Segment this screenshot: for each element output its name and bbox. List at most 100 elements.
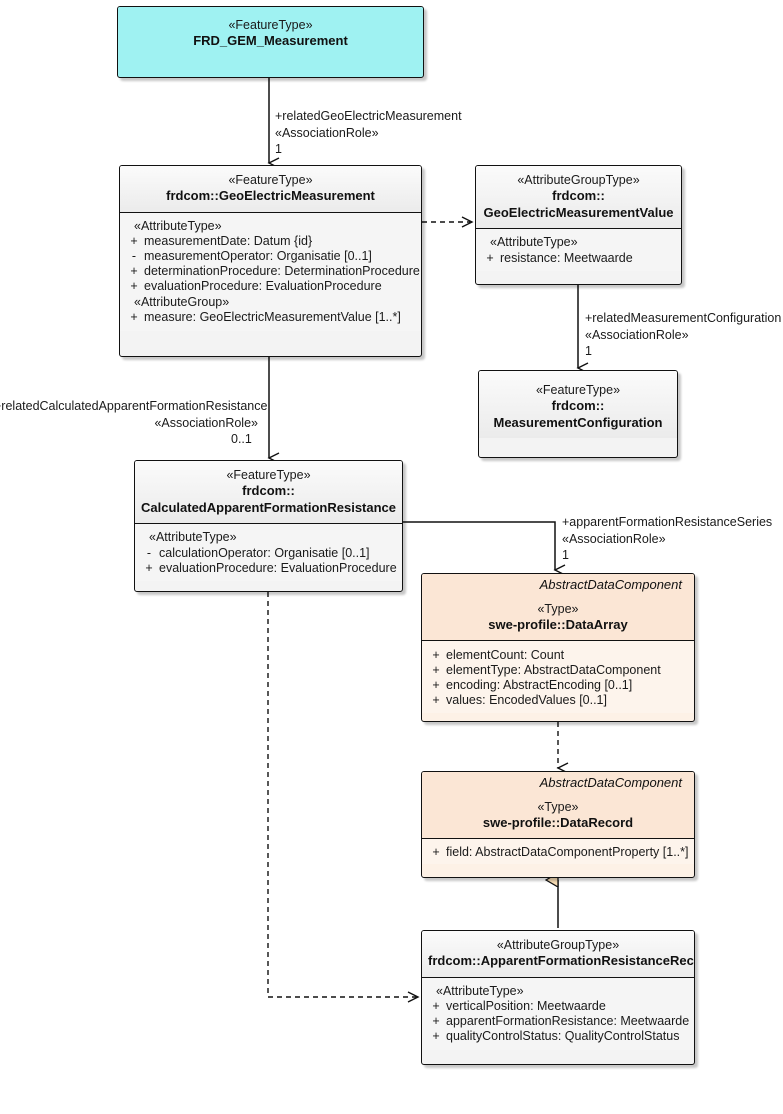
abstract-type-name: AbstractDataComponent: [539, 775, 682, 790]
attribute-row: + resistance: Meetwaarde: [480, 250, 677, 265]
class-name-line2: MeasurementConfiguration: [493, 414, 663, 430]
attribute-text: evaluationProcedure: EvaluationProcedure: [159, 560, 397, 575]
attribute-group-label: «AttributeType»: [436, 983, 524, 998]
abstract-type-name: AbstractDataComponent: [539, 577, 682, 592]
class-header: «FeatureType» frdcom:: MeasurementConfig…: [479, 371, 677, 439]
class-header: «FeatureType» frdcom::GeoElectricMeasure…: [120, 166, 421, 212]
connector-calculated-to-record: [267, 592, 420, 1003]
class-geo-electric-measurement[interactable]: «FeatureType» frdcom::GeoElectricMeasure…: [119, 165, 422, 357]
attribute-row: + elementCount: Count: [426, 647, 690, 662]
attribute-text: encoding: AbstractEncoding [0..1]: [446, 677, 633, 692]
attribute-text: measure: GeoElectricMeasurementValue [1.…: [144, 310, 401, 325]
assoc-multiplicity-related-geoelectric-measurement: 1: [275, 142, 282, 156]
class-name-line1: frdcom::: [242, 483, 295, 498]
visibility-marker: +: [432, 647, 440, 662]
assoc-multiplicity-related-calculated-apparent-formation-resistance: 0..1: [231, 432, 252, 446]
visibility-marker: +: [130, 279, 138, 294]
class-apparent-formation-resistance-record[interactable]: «AttributeGroupType» frdcom::ApparentFor…: [421, 930, 695, 1065]
visibility-marker: -: [131, 249, 137, 264]
class-header: «AttributeGroupType» frdcom:: GeoElectri…: [476, 166, 681, 229]
class-body: + field: AbstractDataComponentProperty […: [422, 838, 694, 865]
class-stereotype: «FeatureType»: [228, 18, 313, 32]
class-name: FRD_GEM_Measurement: [193, 33, 348, 48]
attribute-text: qualityControlStatus: QualityControlStat…: [446, 1029, 680, 1044]
visibility-marker: +: [145, 560, 153, 575]
class-stereotype: «Type»: [537, 601, 579, 616]
attribute-row: + elementType: AbstractDataComponent: [426, 662, 690, 677]
class-header: «FeatureType» FRD_GEM_Measurement: [118, 7, 423, 57]
attribute-text: values: EncodedValues [0..1]: [446, 692, 607, 707]
class-stereotype: «FeatureType»: [228, 173, 313, 187]
attribute-text: elementType: AbstractDataComponent: [446, 662, 661, 677]
class-body: «AttributeType» + verticalPosition: Meet…: [422, 976, 694, 1050]
assoc-role: +relatedMeasurementConfiguration: [585, 311, 782, 325]
visibility-marker: +: [432, 692, 440, 707]
visibility-marker: +: [432, 844, 440, 859]
attribute-row: + verticalPosition: Meetwaarde: [426, 999, 690, 1014]
class-name-line1: frdcom::: [551, 398, 605, 413]
attribute-group-label: «AttributeType»: [134, 218, 222, 233]
attribute-row: + values: EncodedValues [0..1]: [426, 692, 690, 707]
attribute-row: + measurementDate: Datum {id}: [124, 234, 417, 249]
attribute-row: + encoding: AbstractEncoding [0..1]: [426, 677, 690, 692]
class-body: «AttributeType» + resistance: Meetwaarde: [476, 228, 681, 272]
attribute-row: + field: AbstractDataComponentProperty […: [426, 844, 690, 859]
attribute-text: elementCount: Count: [446, 647, 565, 662]
attribute-text: verticalPosition: Meetwaarde: [446, 999, 606, 1014]
class-name-line2: CalculatedApparentFormationResistance: [141, 499, 397, 515]
class-geo-electric-measurement-value[interactable]: «AttributeGroupType» frdcom:: GeoElectri…: [475, 165, 682, 285]
visibility-marker: +: [486, 250, 494, 265]
visibility-marker: +: [432, 662, 440, 677]
class-name-line2: GeoElectricMeasurementValue: [483, 204, 674, 220]
attribute-text: apparentFormationResistance: Meetwaarde: [446, 1014, 690, 1029]
class-name: swe-profile::DataArray: [488, 616, 628, 632]
visibility-marker: +: [432, 677, 440, 692]
class-stereotype: «FeatureType»: [535, 383, 621, 397]
assoc-label-related-geoelectric-measurement: +relatedGeoElectricMeasurement «Associat…: [275, 108, 462, 141]
assoc-label-apparent-formation-resistance-series: +apparentFormationResistanceSeries «Asso…: [562, 514, 772, 547]
class-data-record[interactable]: AbstractDataComponent «Type» swe-profile…: [421, 771, 695, 878]
class-name: frdcom::GeoElectricMeasurement: [166, 188, 375, 203]
assoc-stereotype: «AssociationRole»: [275, 125, 379, 140]
visibility-marker: +: [130, 234, 138, 249]
visibility-marker: -: [146, 545, 152, 560]
class-name: swe-profile::DataRecord: [482, 814, 634, 830]
attribute-text: determinationProcedure: DeterminationPro…: [144, 264, 420, 279]
attribute-group-label: «AttributeType»: [490, 235, 578, 250]
class-calculated-apparent-formation-resistance[interactable]: «FeatureType» frdcom:: CalculatedApparen…: [134, 460, 403, 592]
visibility-marker: +: [130, 264, 138, 279]
visibility-marker: +: [432, 1014, 440, 1029]
attribute-text: calculationOperator: Organisatie [0..1]: [159, 545, 370, 560]
assoc-stereotype: «AssociationRole»: [154, 415, 258, 430]
attribute-text: measurementDate: Datum {id}: [144, 234, 313, 249]
attribute-text: field: AbstractDataComponentProperty [1.…: [446, 844, 689, 859]
class-measurement-configuration[interactable]: «FeatureType» frdcom:: MeasurementConfig…: [478, 370, 678, 458]
class-name-line1: frdcom::: [552, 188, 605, 203]
class-frd-gem-measurement[interactable]: «FeatureType» FRD_GEM_Measurement: [117, 6, 424, 78]
assoc-stereotype: «AssociationRole»: [562, 531, 666, 546]
assoc-role: +apparentFormationResistanceSeries: [562, 515, 773, 529]
attribute-row: - calculationOperator: Organisatie [0..1…: [139, 545, 398, 560]
class-name: frdcom::ApparentFormationResistanceRecor…: [428, 953, 695, 968]
class-header: «FeatureType» frdcom:: CalculatedApparen…: [135, 461, 402, 524]
attribute-group-label: «AttributeType»: [149, 530, 237, 545]
class-body: + elementCount: Count + elementType: Abs…: [422, 640, 694, 714]
attribute-row: + evaluationProcedure: EvaluationProcedu…: [124, 279, 417, 294]
assoc-multiplicity-related-measurement-configuration: 1: [585, 344, 592, 358]
assoc-stereotype: «AssociationRole»: [585, 327, 689, 342]
class-stereotype: «FeatureType»: [226, 468, 311, 482]
attribute-row: + apparentFormationResistance: Meetwaard…: [426, 1014, 690, 1029]
class-stereotype: «AttributeGroupType»: [496, 938, 620, 952]
class-stereotype: «AttributeGroupType»: [517, 173, 640, 187]
class-body: «AttributeType» + measurementDate: Datum…: [120, 211, 421, 331]
assoc-role: +relatedCalculatedApparentFormationResis…: [0, 399, 268, 413]
attribute-row: + measure: GeoElectricMeasurementValue […: [124, 310, 417, 325]
class-body: «AttributeType» - calculationOperator: O…: [135, 523, 402, 582]
visibility-marker: +: [130, 310, 138, 325]
visibility-marker: +: [432, 999, 440, 1014]
class-header: AbstractDataComponent «Type» swe-profile…: [422, 772, 694, 839]
attribute-row: + determinationProcedure: DeterminationP…: [124, 264, 420, 279]
class-data-array[interactable]: AbstractDataComponent «Type» swe-profile…: [421, 573, 695, 722]
attribute-row: - measurementOperator: Organisatie [0..1…: [124, 249, 417, 264]
